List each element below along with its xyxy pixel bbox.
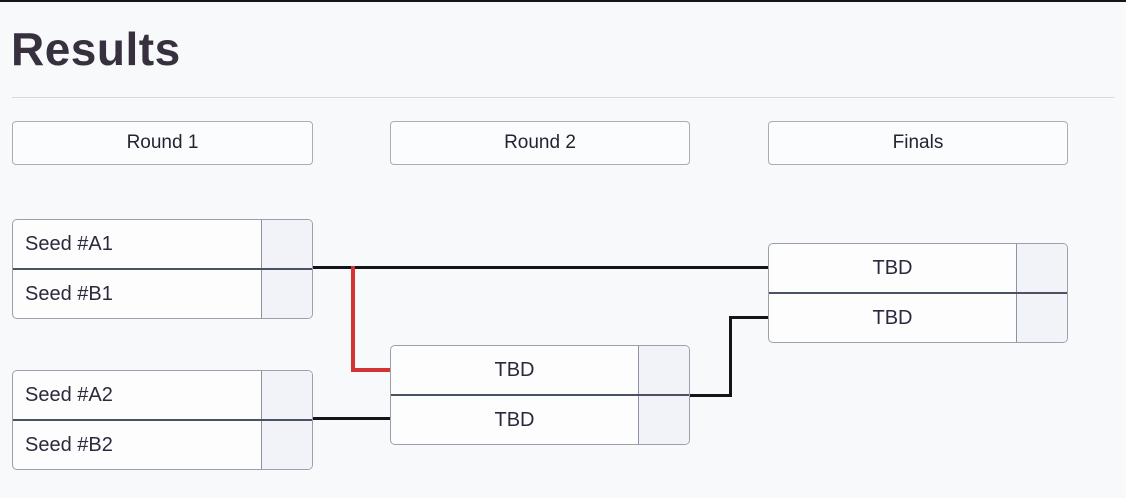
round-header-finals-label: Finals [892,132,944,153]
score-cell [638,396,689,444]
match-slot: TBD [391,394,689,444]
connector-red-vertical [351,266,355,372]
match-slot: Seed #B2 [13,419,312,469]
connector-match1-to-finals [313,266,768,269]
score-cell [261,421,312,469]
match-round2-1[interactable]: TBD TBD [390,345,690,445]
match-slot: Seed #A2 [13,371,312,419]
score-cell [638,346,689,394]
score-cell [261,220,312,268]
top-border [0,0,1126,2]
participant-name: Seed #B2 [25,433,113,456]
participant-name: TBD [872,256,913,279]
connector-red-horizontal [351,368,390,372]
match-slot: TBD [769,292,1067,342]
match-slot: Seed #A1 [13,220,312,268]
score-cell [1016,244,1067,292]
match-slot: TBD [391,346,689,394]
round-header-finals: Finals [768,121,1068,165]
participant-name: TBD [872,306,913,329]
round-header-1: Round 1 [12,121,313,165]
title-divider [12,97,1114,98]
match-finals[interactable]: TBD TBD [768,243,1068,343]
participant-name: TBD [494,408,535,431]
round-header-2: Round 2 [390,121,690,165]
round-header-1-label: Round 1 [126,132,199,153]
score-cell [261,371,312,419]
connector-round2-exit [690,394,732,397]
connector-match2-to-round2 [313,417,390,420]
score-cell [1016,294,1067,342]
round-header-2-label: Round 2 [504,132,576,153]
match-slot: Seed #B1 [13,268,312,318]
match-round1-1[interactable]: Seed #A1 Seed #B1 [12,219,313,319]
match-slot: TBD [769,244,1067,292]
participant-name: Seed #A1 [25,232,113,255]
participant-name: Seed #A2 [25,383,113,406]
participant-name: Seed #B1 [25,282,113,305]
score-cell [261,270,312,318]
match-round1-2[interactable]: Seed #A2 Seed #B2 [12,370,313,470]
connector-round2-to-finals [729,316,768,319]
page-title: Results [11,23,181,75]
connector-round2-vertical [729,316,732,397]
participant-name: TBD [494,358,535,381]
